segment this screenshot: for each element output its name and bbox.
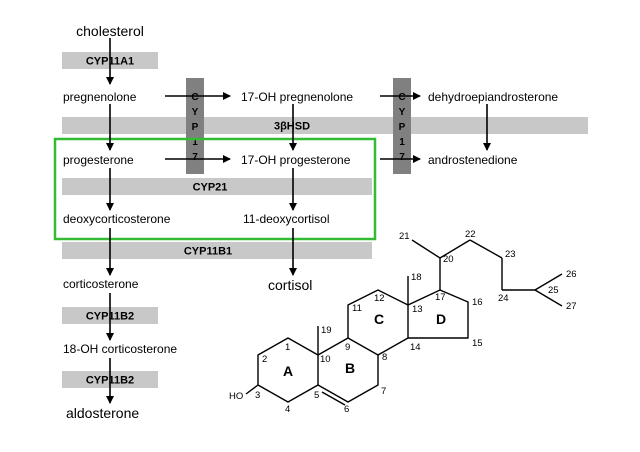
- carbon-number: 20: [443, 254, 454, 265]
- carbon-number: 14: [410, 342, 421, 353]
- cyp21-bar: [62, 178, 372, 195]
- pregnenolone-label: pregnenolone: [63, 90, 137, 104]
- carbon-number: 6: [344, 404, 349, 415]
- carbon-number: 26: [566, 269, 577, 280]
- androstenedione-label: androstenedione: [428, 153, 518, 167]
- oh17-pregnenolone-label: 17-OH pregnenolone: [241, 90, 353, 104]
- carbon-number: 15: [472, 338, 483, 349]
- cyp17-letter: P: [192, 122, 199, 133]
- carbon-number: 10: [320, 354, 331, 365]
- cyp21-label: CYP21: [193, 182, 228, 194]
- highlight-box: [53, 137, 377, 241]
- carbon-number: 24: [498, 293, 509, 304]
- cyp17-letter: 7: [399, 152, 405, 163]
- carbon-number: 19: [321, 325, 332, 336]
- carbon-number: 11: [352, 303, 362, 314]
- carbon-number: 25: [548, 285, 559, 296]
- ring-label: A: [283, 363, 293, 379]
- carbon-number: 8: [382, 352, 387, 363]
- carbon-number: 16: [472, 297, 483, 308]
- carbon-number: 9: [345, 342, 350, 353]
- progesterone-label: progesterone: [63, 153, 134, 167]
- cyp17-letter: C: [398, 92, 405, 103]
- deoxycortisol-label: 11-deoxycortisol: [243, 212, 329, 226]
- carbon-number: 23: [505, 249, 516, 260]
- cyp17-letter: 7: [192, 152, 198, 163]
- cholesterol-label: cholesterol: [76, 23, 144, 39]
- oh17-progesterone-label: 17-OH progesterone: [241, 153, 351, 167]
- cyp17-letter: Y: [192, 107, 199, 118]
- cyp17-letter: 1: [192, 137, 198, 148]
- cyp17-bar-1: [186, 78, 204, 174]
- ring-label: C: [374, 311, 384, 327]
- carbon-number: 3: [255, 390, 260, 401]
- carbon-number: 13: [412, 304, 423, 315]
- cyp17-letter: 1: [399, 137, 405, 148]
- carbon-number: 27: [566, 301, 577, 312]
- deoxycorticosterone-label: deoxycorticosterone: [63, 212, 171, 226]
- carbon-number: 5: [314, 390, 319, 401]
- hsd3b-bar: [62, 117, 588, 134]
- carbon-number: 1: [285, 342, 290, 353]
- cyp11b1-bar: [62, 242, 372, 259]
- carbon-number: 12: [374, 293, 385, 304]
- ring-label: B: [345, 360, 355, 376]
- oh18-corticosterone-label: 18-OH corticosterone: [63, 342, 177, 356]
- cyp11b1-label: CYP11B1: [184, 246, 232, 258]
- hydroxyl-label: HO: [229, 391, 243, 402]
- aldosterone-label: aldosterone: [66, 405, 139, 421]
- ring-label: D: [436, 311, 446, 327]
- cyp17-letter: Y: [399, 107, 406, 118]
- carbon-number: 18: [411, 272, 422, 283]
- carbon-number: 17: [435, 292, 446, 303]
- cyp17-letter: C: [191, 92, 198, 103]
- cyp17-letter: P: [399, 122, 406, 133]
- corticosterone-label: corticosterone: [63, 277, 139, 291]
- cortisol-label: cortisol: [268, 277, 312, 293]
- carbon-number: 2: [262, 354, 267, 365]
- carbon-number: 7: [381, 386, 386, 397]
- carbon-number: 4: [285, 404, 290, 415]
- cholesterol-structure: [245, 239, 563, 406]
- dhea-label: dehydroepiandrosterone: [428, 90, 558, 104]
- cyp17-bar-2: [393, 78, 411, 174]
- carbon-number: 22: [465, 229, 476, 240]
- hsd3b-label: 3βHSD: [274, 121, 310, 133]
- carbon-number: 21: [399, 231, 410, 242]
